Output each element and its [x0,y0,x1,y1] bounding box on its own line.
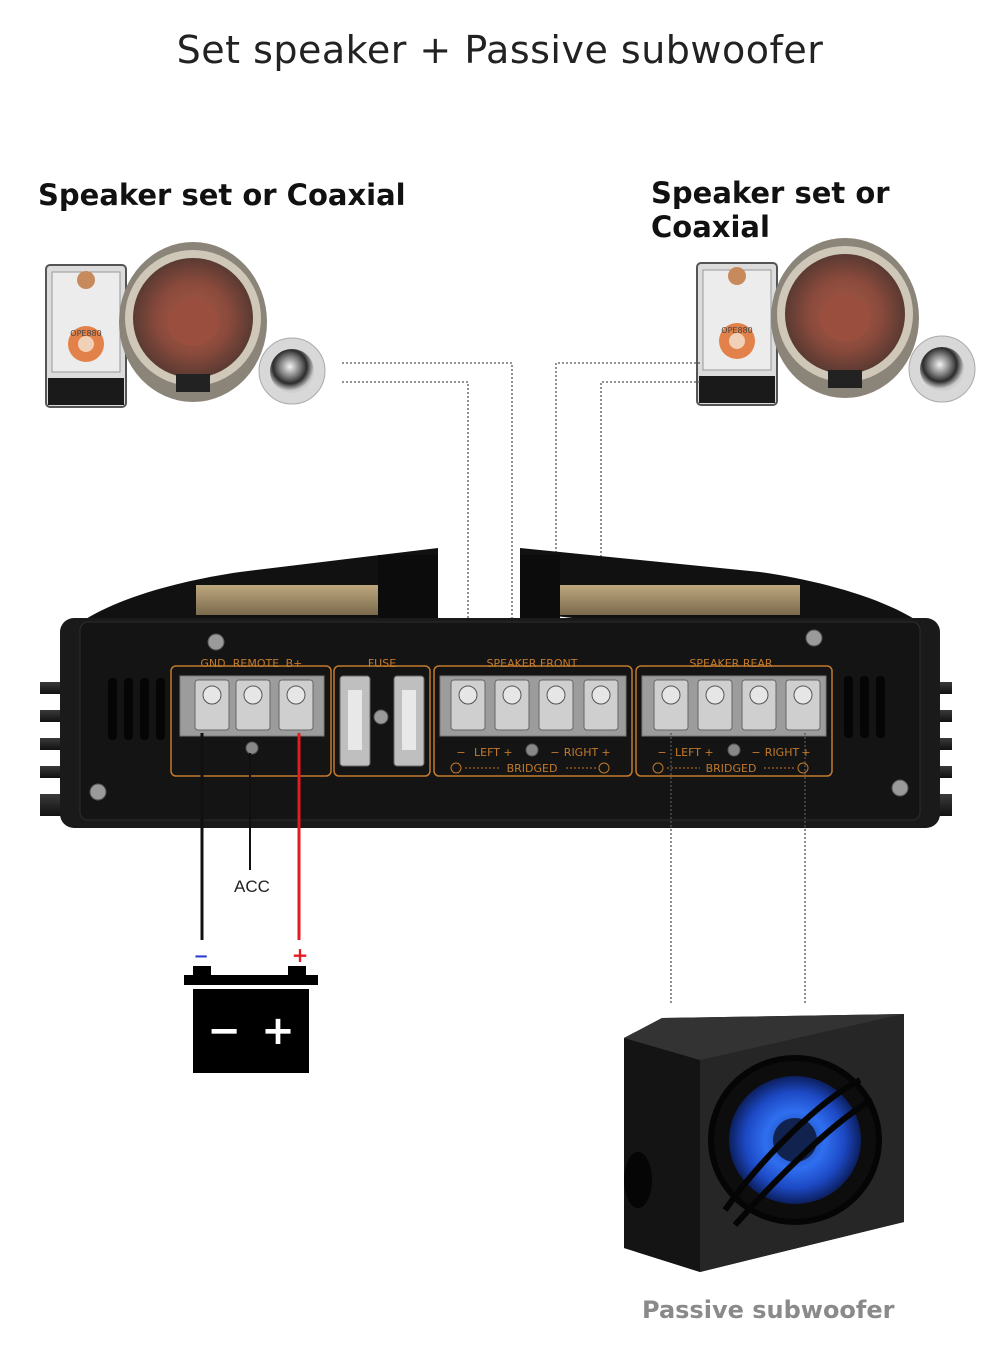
amplifier: GND REMOTE B+ FUSE [40,548,952,828]
left-woofer [119,242,267,402]
speaker-front-label: SPEAKER FRONT [487,657,578,670]
speaker-rear-group: SPEAKER REAR − LEFT + − RIGHT + BRIDGED [635,657,833,777]
left-crossover-label: OPE880 [70,329,101,338]
speaker-left-caption: Speaker set or Coaxial [38,178,406,212]
battery-pos-symbol: + [261,1008,295,1054]
right-woofer [771,238,919,398]
power-wires [200,733,301,940]
gnd-label: GND [200,657,225,670]
front-minus-1: − [456,746,465,759]
battery-neg-symbol: − [207,1008,241,1054]
subwoofer [624,1014,904,1272]
left-tweeter [258,337,326,405]
speaker-right-caption: Speaker set or Coaxial [651,176,890,244]
front-right-label: RIGHT [564,746,599,759]
front-plus-2: + [601,746,610,759]
page-title: Set speaker + Passive subwoofer [176,28,824,72]
front-minus-2: − [550,746,559,759]
fuse-group: FUSE [333,657,431,777]
subwoofer-caption: Passive subwoofer [642,1296,895,1324]
battery-pos-mark: + [292,943,309,967]
remote-label: REMOTE [233,657,279,670]
left-speaker-set: OPE880 [45,242,326,408]
speaker-rear-label: SPEAKER REAR [689,657,773,670]
rear-right-label: RIGHT [765,746,800,759]
right-speaker-set: OPE880 [696,238,976,406]
left-crossover: OPE880 [45,264,127,408]
subwoofer-port [624,1152,652,1208]
rear-plus-2: + [801,746,810,759]
right-crossover-label: OPE880 [721,326,752,335]
battery: − + − + [184,943,318,1073]
front-bridged-label: BRIDGED [507,762,558,775]
rear-minus-1: − [657,746,666,759]
rear-bridged-label: BRIDGED [706,762,757,775]
subwoofer-grille [708,1055,882,1227]
rear-minus-2: − [751,746,760,759]
front-left-label: LEFT [474,746,500,759]
speaker-front-group: SPEAKER FRONT − LEFT + − RIGHT + BRIDGED [433,657,633,777]
subwoofer-wires [670,733,806,1004]
acc-label: ACC [234,877,270,896]
power-terminal-group: GND REMOTE B+ [170,657,332,777]
bplus-label: B+ [286,657,303,670]
rear-left-label: LEFT [675,746,701,759]
right-crossover: OPE880 [696,262,778,406]
battery-neg-mark: − [193,946,208,967]
front-plus-1: + [503,746,512,759]
right-tweeter [908,335,976,403]
fuse-label: FUSE [368,657,396,670]
rear-plus-1: + [704,746,713,759]
